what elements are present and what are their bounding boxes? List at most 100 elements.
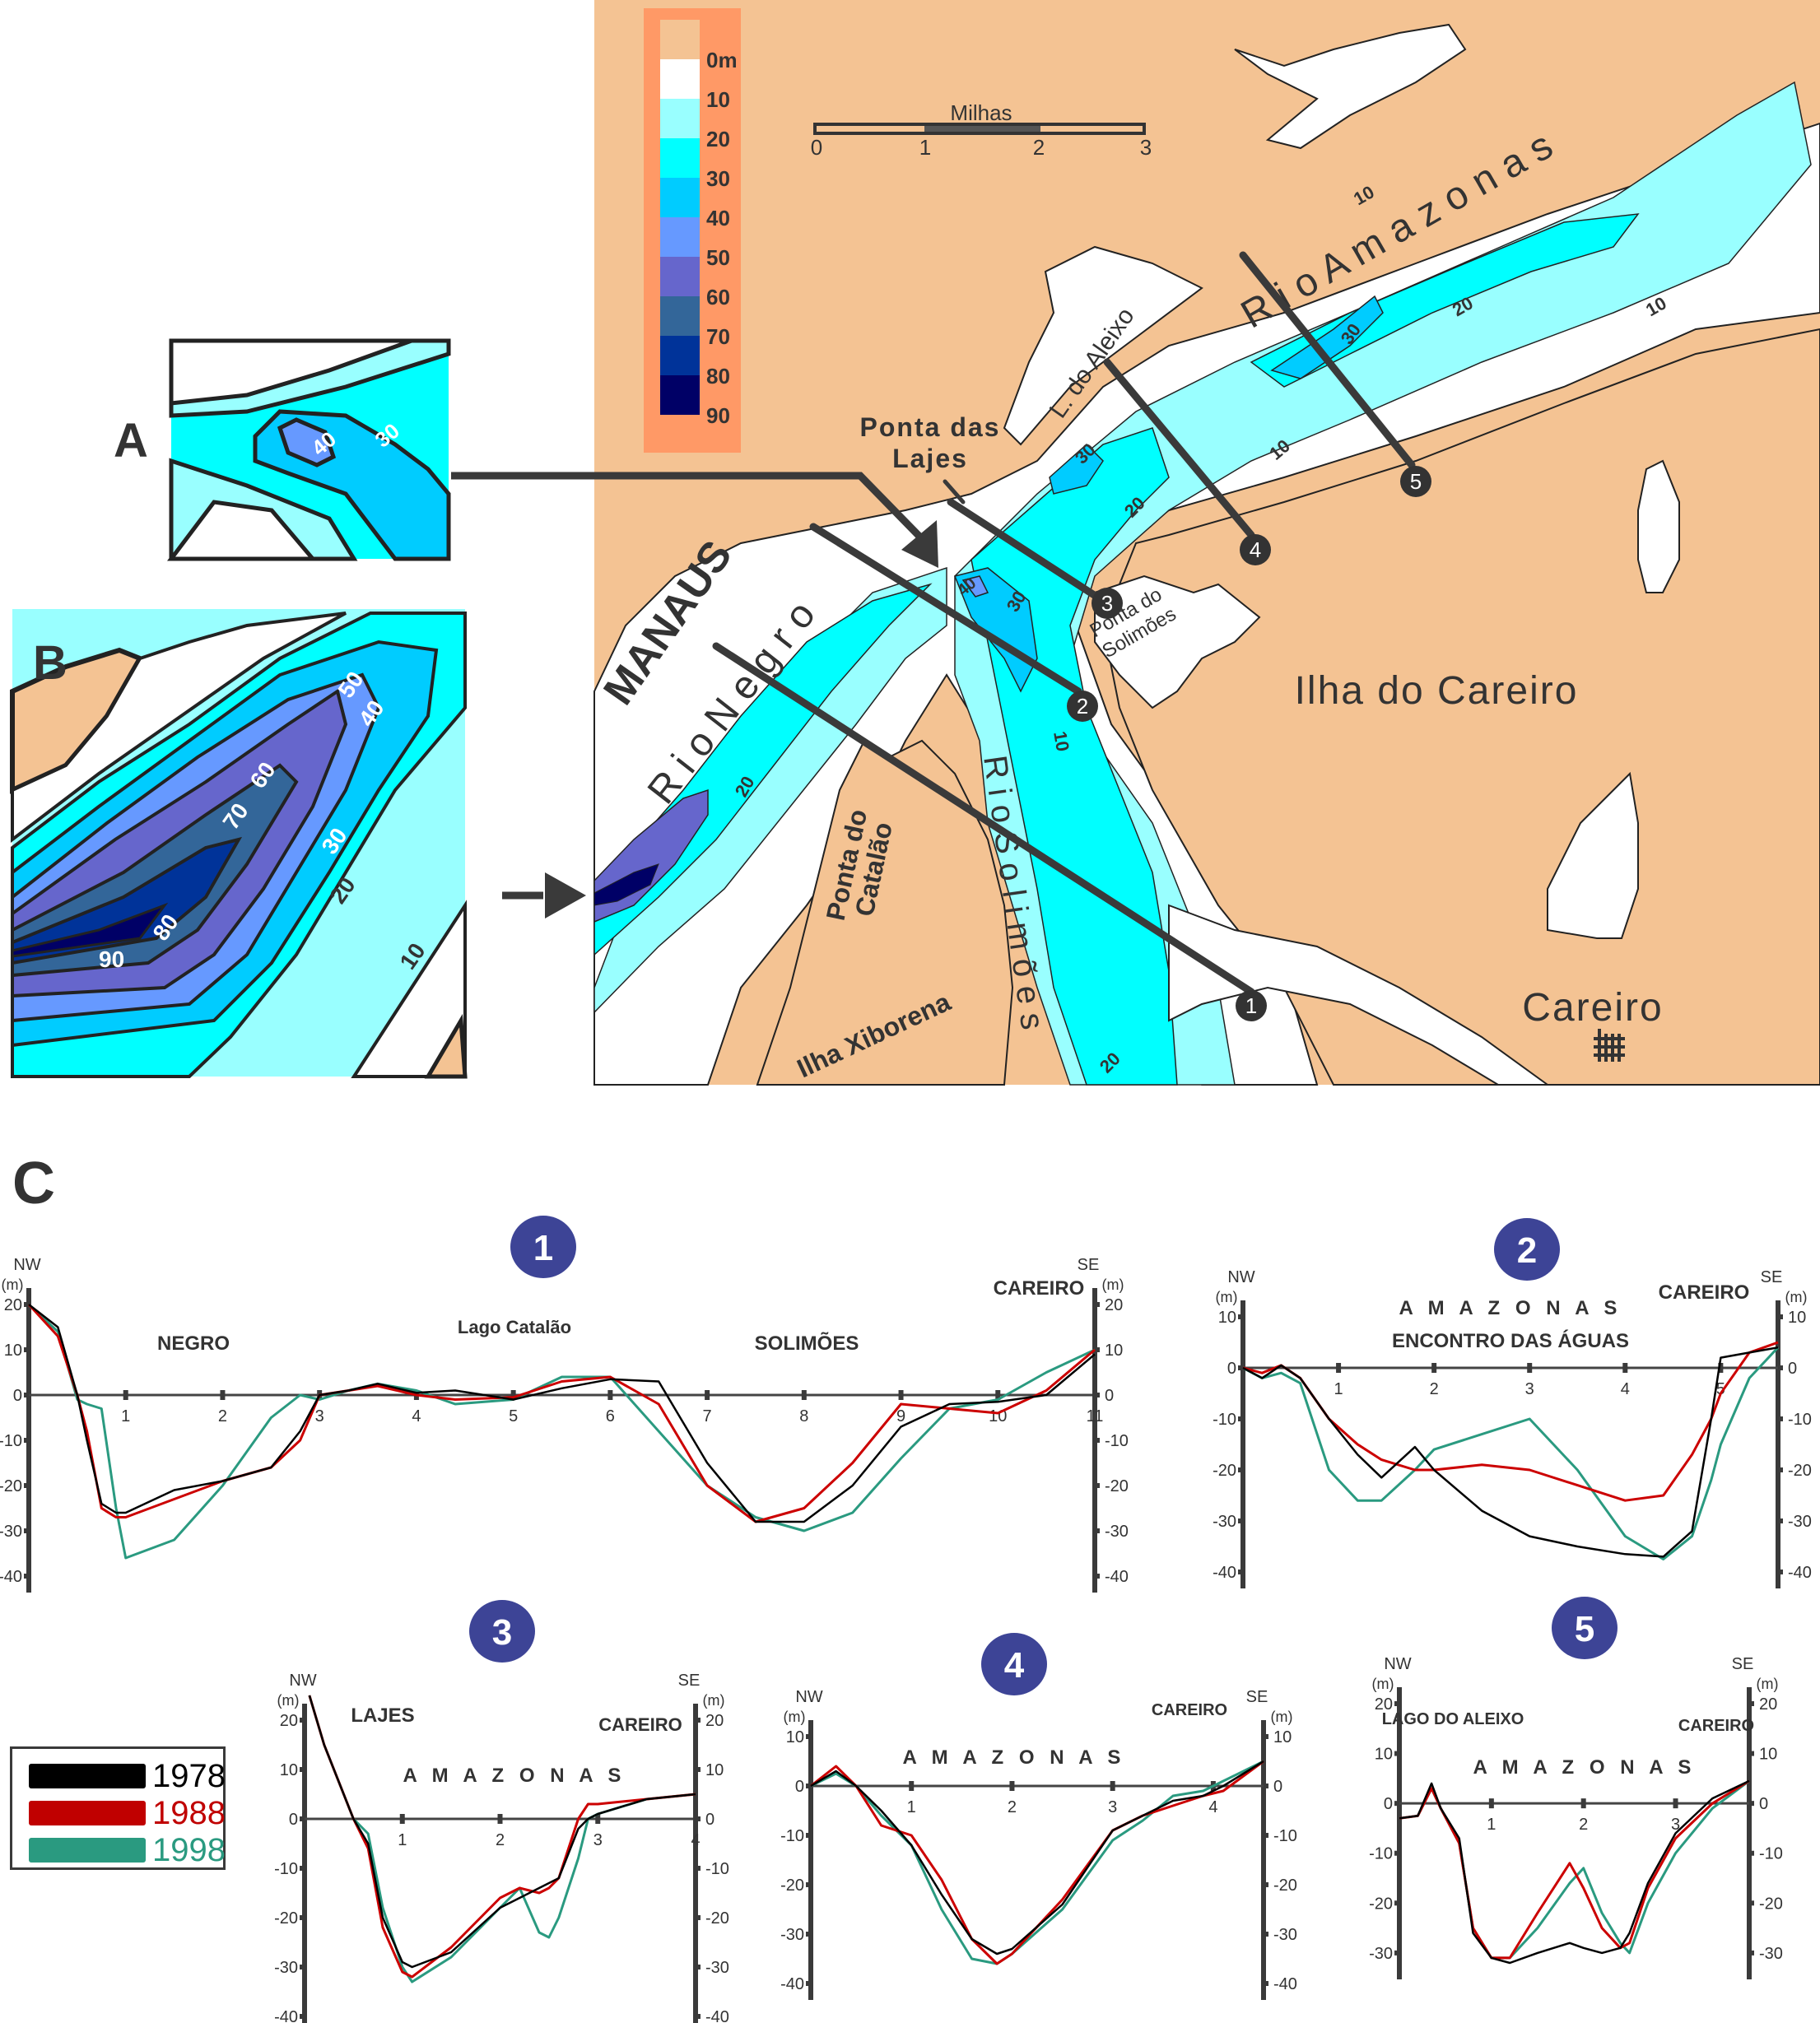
y-tick-mark [1394, 1701, 1399, 1706]
scale-bar: Milhas 0 1 2 3 [811, 100, 1152, 160]
depth-level-label: 60 [706, 285, 730, 309]
y-tick-mark-right [1095, 1574, 1100, 1579]
series-line-1988 [1242, 1341, 1779, 1502]
y-tick-label-right: -30 [1759, 1945, 1783, 1963]
series-line-1988 [308, 1695, 696, 1979]
inset-b-80-90 [11, 902, 169, 958]
scale-tick-0: 0 [811, 135, 822, 160]
y-tick-mark-right [1264, 1833, 1268, 1838]
y-tick-mark-right [1264, 1882, 1268, 1887]
inset-a-40m [277, 417, 337, 467]
y-tick-mark [24, 1574, 29, 1579]
x-tick-mark [220, 1390, 226, 1400]
y-tick-label-right: 10 [1273, 1728, 1292, 1746]
y-tick-mark [1238, 1416, 1243, 1421]
y-tick-mark-right [696, 2014, 701, 2019]
x-tick-label: 4 [691, 1831, 700, 1849]
series-line-1978 [1399, 1779, 1750, 1965]
y-tick-mark-right [696, 1965, 701, 1970]
y-tick-label-right: -20 [1105, 1477, 1129, 1495]
x-tick-mark [995, 1390, 1001, 1400]
y-tick-mark [24, 1528, 29, 1533]
y-tick-mark-right [1778, 1314, 1783, 1319]
depth-level-label: 0m [706, 48, 738, 72]
x-tick-mark [1718, 1363, 1724, 1373]
profile-number: 4 [1004, 1645, 1025, 1686]
legend-swatch-1978 [29, 1764, 146, 1788]
y-tick-label: -40 [780, 1975, 804, 1993]
y-tick-label: -30 [1369, 1945, 1393, 1963]
depth-swatch-1 [660, 59, 700, 99]
scale-bar-title: Milhas [950, 100, 1012, 125]
depth-zone-40-50-center [961, 575, 989, 598]
y-unit-label-left: (m) [277, 1692, 300, 1709]
y-unit-label-left: (m) [2, 1277, 24, 1293]
y-tick-mark-right [1749, 1801, 1754, 1807]
y-tick-mark [300, 1915, 305, 1920]
transect-marker-3 [1092, 588, 1123, 619]
y-tick-mark-right [696, 1915, 701, 1920]
depth-swatch-7 [660, 296, 700, 336]
scale-bar-hatched-segment [924, 126, 1040, 132]
profile-annotation: A M A Z O N A S [403, 1765, 626, 1787]
y-tick-label: -40 [0, 1568, 22, 1586]
profile-number-badge [1552, 1597, 1618, 1659]
y-tick-mark [24, 1393, 29, 1397]
series-line-1978 [810, 1760, 1264, 1956]
y-tick-label: -40 [274, 2008, 298, 2023]
x-tick-label: 9 [896, 1407, 905, 1425]
y-tick-label-right: 0 [1759, 1795, 1768, 1813]
y-tick-mark [24, 1347, 29, 1352]
profile-number: 3 [492, 1612, 512, 1653]
profile-annotation: CAREIRO [1678, 1717, 1754, 1735]
transect-marker-label: 5 [1410, 469, 1422, 494]
y-tick-label-right: -10 [1788, 1411, 1812, 1429]
x-tick-label: 4 [1621, 1380, 1630, 1398]
x-tick-label: 1 [907, 1798, 916, 1816]
y-tick-label: 20 [280, 1712, 298, 1730]
panel-label-b: B [33, 636, 67, 690]
panel-label-a: A [114, 414, 148, 467]
x-tick-label: 1 [1334, 1380, 1343, 1398]
y-tick-mark [1238, 1314, 1243, 1319]
y-unit-label-left: (m) [784, 1709, 806, 1725]
y-tick-label-right: -30 [1273, 1926, 1297, 1944]
transect-marker-label: 4 [1250, 537, 1261, 562]
series-line-1998 [810, 1760, 1264, 1965]
y-tick-label: 10 [280, 1761, 298, 1779]
y-tick-mark-right [1095, 1438, 1100, 1443]
y-tick-mark [300, 1767, 305, 1772]
y-tick-label-right: -30 [1105, 1523, 1129, 1541]
profile-annotation: NEGRO [157, 1332, 230, 1355]
y-tick-mark [24, 1302, 29, 1307]
ponta-solimoes-lake [1094, 574, 1261, 709]
y-tick-label-right: -30 [1788, 1513, 1812, 1531]
y-tick-label-right: -20 [1788, 1462, 1812, 1480]
y-tick-label: 0 [795, 1778, 804, 1796]
series-line-1978 [1242, 1346, 1779, 1558]
profile-number-badge [1494, 1218, 1560, 1281]
north-inlets [1234, 23, 1467, 150]
y-tick-label-right: -10 [705, 1860, 729, 1878]
careiro-channel [1168, 904, 1551, 1086]
label-ilha-careiro: Ilha do Careiro [1295, 669, 1579, 713]
x-tick-label: 2 [218, 1407, 227, 1425]
inset-b-land-se [424, 1013, 468, 1079]
y-tick-mark [300, 1866, 305, 1871]
y-tick-mark [806, 1734, 811, 1739]
inset-a-arrowhead [901, 520, 938, 568]
x-tick-mark [510, 1390, 516, 1400]
profile-annotation: CAREIRO [1152, 1701, 1227, 1719]
y-tick-label: 0 [1227, 1360, 1236, 1378]
transect-marker-5 [1400, 466, 1431, 497]
x-tick-mark [705, 1390, 710, 1400]
x-tick-mark [1092, 1390, 1097, 1400]
transect-line-4 [1103, 358, 1255, 539]
legend-item-1988: 1988 [29, 1795, 226, 1831]
y-tick-mark [806, 1833, 811, 1838]
inset-b-70-80 [11, 836, 243, 965]
depth-swatch-5 [660, 217, 700, 257]
y-unit-label-right: (m) [1757, 1676, 1779, 1692]
